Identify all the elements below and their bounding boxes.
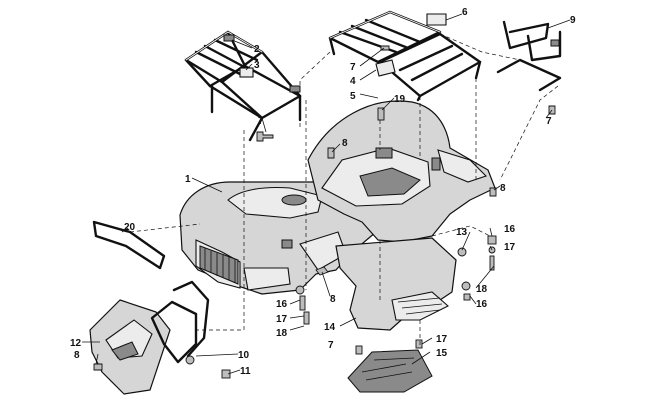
callout-7d: 7 <box>328 340 334 351</box>
callout-11: 11 <box>240 366 251 377</box>
callout-5: 5 <box>350 91 356 102</box>
assembly-lines <box>129 33 559 348</box>
callout-16a: 16 <box>276 299 288 310</box>
front-grille <box>199 245 239 285</box>
footwell-side-panel <box>335 237 457 331</box>
callout-8c: 8 <box>330 294 336 305</box>
decal-4 <box>375 59 396 77</box>
fuel-cap-hole <box>281 194 307 206</box>
callout-20: 20 <box>124 222 136 233</box>
footrest <box>347 349 433 393</box>
callout-4: 4 <box>350 76 356 87</box>
front-bumper <box>89 299 171 395</box>
callout-17c: 17 <box>504 242 516 253</box>
callout-14: 14 <box>324 322 336 333</box>
front-fender <box>179 181 377 295</box>
callout-17b: 17 <box>436 334 448 345</box>
rack-mount-clip <box>289 85 301 93</box>
callout-15: 15 <box>436 348 448 359</box>
decal-3 <box>239 67 254 78</box>
callout-2: 2 <box>254 44 260 55</box>
rear-rack <box>328 10 482 102</box>
callout-10: 10 <box>238 350 250 361</box>
callout-6: 6 <box>462 7 468 18</box>
callout-18b: 18 <box>476 284 488 295</box>
callout-17a: 17 <box>276 314 288 325</box>
callout-7b: 7 <box>350 62 356 73</box>
callout-19: 19 <box>394 94 406 105</box>
callout-8d: 8 <box>74 350 80 361</box>
front-bumper-brace <box>150 280 210 365</box>
callout-13: 13 <box>456 227 468 238</box>
callout-labels: 1 2 3 4 5 6 7 7 7 7 8 8 8 8 9 10 11 12 1… <box>70 7 576 377</box>
callout-12: 12 <box>70 338 82 349</box>
callout-7c: 7 <box>546 116 552 127</box>
leader-lines <box>82 13 571 375</box>
hardware <box>93 45 556 379</box>
screw-7a <box>256 131 274 142</box>
callout-16c: 16 <box>504 224 516 235</box>
decal-6 <box>426 13 447 26</box>
callout-16b: 16 <box>476 299 488 310</box>
callout-8b: 8 <box>500 183 506 194</box>
callout-1: 1 <box>185 174 191 185</box>
callout-9: 9 <box>570 15 576 26</box>
callout-3: 3 <box>254 60 260 71</box>
rack-mount-clip <box>223 34 235 42</box>
front-rack <box>184 30 302 142</box>
callout-8a: 8 <box>342 138 348 149</box>
callout-18a: 18 <box>276 328 288 339</box>
rear-fender-body <box>307 100 496 243</box>
callout-7a: 7 <box>258 116 264 127</box>
rear-rack-extension <box>496 20 562 92</box>
